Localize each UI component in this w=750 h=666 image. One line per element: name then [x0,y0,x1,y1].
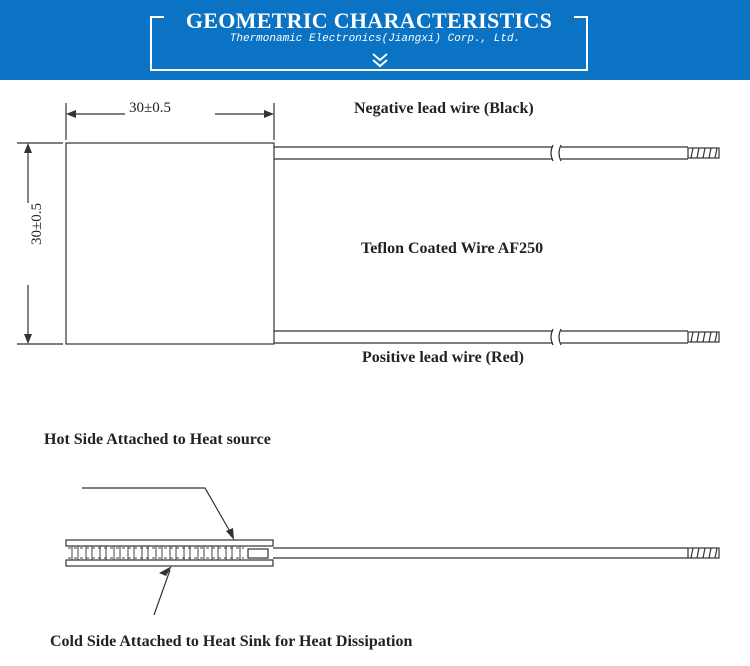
module-top-view [65,142,275,345]
width-dimension-label: 30±0.5 [129,100,171,116]
company-subtitle: Thermonamic Electronics(Jiangxi) Corp., … [229,33,521,45]
negative-lead-wire [274,144,720,162]
hot-side-plate [65,539,274,547]
banner-frame-top-left [150,16,164,18]
cold-side-plate [65,559,274,567]
hot-side-leader [82,487,234,540]
thermoelectric-pellets [68,546,244,560]
module-body [65,142,275,345]
double-chevron-down-icon [372,53,388,68]
positive-wire-label: Positive lead wire (Red) [362,349,524,366]
header-banner [0,0,750,80]
banner-frame [150,16,588,71]
wire-type-label: Teflon Coated Wire AF250 [361,240,544,257]
geometry-diagram [17,103,720,616]
height-dimension [17,142,63,345]
negative-wire-label: Negative lead wire (Black) [354,100,534,117]
module-side-view [65,539,720,567]
positive-lead-wire [274,328,720,346]
hot-side-label: Hot Side Attached to Heat source [44,431,271,448]
page-title: GEOMETRIC CHARACTERISTICS [185,8,553,33]
height-dimension-label: 30±0.5 [29,203,45,245]
cold-side-leader [153,566,172,616]
cold-side-label: Cold Side Attached to Heat Sink for Heat… [50,633,413,650]
width-dimension [65,103,275,140]
banner-frame-top-right [574,16,588,18]
